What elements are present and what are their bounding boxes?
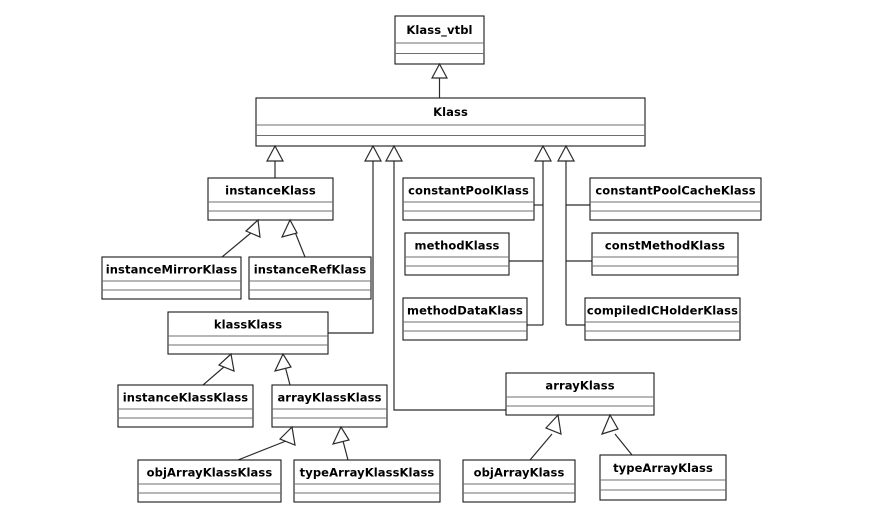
class-name-label: constantPoolCacheKlass [595, 184, 755, 198]
arrowhead-klass-from-right-column-icon [557, 144, 575, 162]
class-box-frame [271, 384, 388, 428]
class-name-label: arrayKlassKlass [277, 391, 381, 405]
class-name-label: instanceKlassKlass [123, 391, 248, 405]
class-box-frame [101, 256, 242, 300]
arrowhead-klass-from-middle-column-icon [534, 144, 552, 162]
class-box-frame [402, 297, 528, 341]
arrowhead-klass-from-klasskklass-icon [364, 144, 382, 162]
class-box-frame [255, 97, 646, 147]
class-box[interactable]: methodDataKlass [402, 297, 528, 341]
class-box-frame [394, 15, 485, 65]
class-box-frame [207, 177, 334, 221]
class-box-frame [591, 232, 739, 276]
arrowhead-klass-from-arraykklass-icon [385, 144, 403, 162]
class-box[interactable]: objArrayKlassKlass [137, 459, 282, 503]
link-typearrayklassklass-to-arrayklassklass [342, 440, 349, 461]
class-name-label: objArrayKlass [474, 466, 565, 480]
class-box-frame [584, 297, 741, 341]
link-arraykklass-to-klass [393, 160, 506, 411]
class-box[interactable]: arrayKlass [505, 372, 655, 416]
link-instancerefklass-to-instanceklass [294, 231, 306, 258]
arrowhead-klass-vtbl-icon [430, 62, 449, 79]
arrowhead-arrayklass-from-objarrayklass-icon [544, 413, 562, 435]
class-name-label: instanceKlass [225, 184, 316, 198]
arrowhead-instanceklass-from-mirror-icon [244, 218, 261, 238]
class-name-label: Klass [433, 105, 468, 119]
arrowhead-arrayklassklass-from-objarray-icon [278, 425, 296, 446]
link-typearrayklass-to-arrayklass [614, 433, 633, 456]
class-box-frame [167, 311, 329, 355]
class-box-frame [248, 256, 372, 300]
link-arrayklassklass-to-klasskklass [284, 365, 291, 386]
class-name-label: arrayKlass [545, 379, 614, 393]
class-box[interactable]: typeArrayKlass [599, 454, 727, 501]
class-box[interactable]: klassKlass [167, 311, 329, 355]
arrowhead-arrayklassklass-from-typearray-icon [331, 425, 350, 445]
class-box[interactable]: objArrayKlass [462, 459, 576, 503]
class-name-label: typeArrayKlass [613, 461, 713, 475]
class-name-label: typeArrayKlassKlass [300, 466, 435, 480]
link-objarrayklassklass-to-arrayklassklass [237, 440, 287, 461]
class-name-label: instanceRefKlass [254, 263, 367, 277]
class-box-frame [589, 177, 762, 221]
arrowhead-klasskklass-from-instanceklassklass-icon [217, 352, 235, 372]
class-name-label: methodDataKlass [407, 304, 523, 318]
class-box[interactable]: constantPoolCacheKlass [589, 177, 762, 221]
class-name-label: instanceMirrorKlass [106, 263, 238, 277]
link-instancemirrorklass-to-instanceklass [221, 231, 253, 258]
class-box-frame [293, 459, 441, 503]
class-box[interactable]: Klass_vtbl [394, 15, 485, 65]
class-box[interactable]: instanceRefKlass [248, 256, 372, 300]
class-name-label: compiledICHolderKlass [587, 304, 738, 318]
class-name-label: Klass_vtbl [406, 23, 472, 38]
class-name-label: klassKlass [214, 318, 282, 332]
class-box-frame [404, 232, 510, 276]
link-klasskklass-to-klass [328, 160, 374, 334]
class-box[interactable]: methodKlass [404, 232, 510, 276]
arrowhead-klass-from-instanceklass-icon [266, 144, 284, 162]
class-name-label: constantPoolKlass [408, 184, 529, 198]
link-instanceklassklass-to-klasskklass [202, 365, 226, 386]
class-name-label: methodKlass [414, 239, 499, 253]
arrowhead-arrayklass-from-typearrayklass-icon [600, 413, 619, 435]
class-box[interactable]: instanceKlass [207, 177, 334, 221]
class-box[interactable]: instanceMirrorKlass [101, 256, 242, 300]
class-box-frame [137, 459, 282, 503]
class-box-frame [505, 372, 655, 416]
class-box-frame [462, 459, 576, 503]
class-box-frame [402, 177, 535, 221]
class-box[interactable]: compiledICHolderKlass [584, 297, 741, 341]
generalization-arrowheads [217, 62, 619, 446]
class-name-label: objArrayKlassKlass [147, 466, 273, 480]
class-box[interactable]: typeArrayKlassKlass [293, 459, 441, 503]
link-objarrayklass-to-arrayklass [529, 433, 553, 461]
class-box-frame [117, 384, 254, 428]
class-box[interactable]: arrayKlassKlass [271, 384, 388, 428]
class-name-label: constMethodKlass [605, 239, 725, 253]
class-box-frame [599, 454, 727, 501]
class-box[interactable]: constantPoolKlass [402, 177, 535, 221]
generalization-links [202, 78, 633, 461]
class-box[interactable]: Klass [255, 97, 646, 147]
arrowhead-instanceklass-from-ref-icon [280, 218, 298, 238]
class-box[interactable]: instanceKlassKlass [117, 384, 254, 428]
arrowhead-klasskklass-from-arrayklassklass-icon [273, 352, 292, 372]
class-box[interactable]: constMethodKlass [591, 232, 739, 276]
